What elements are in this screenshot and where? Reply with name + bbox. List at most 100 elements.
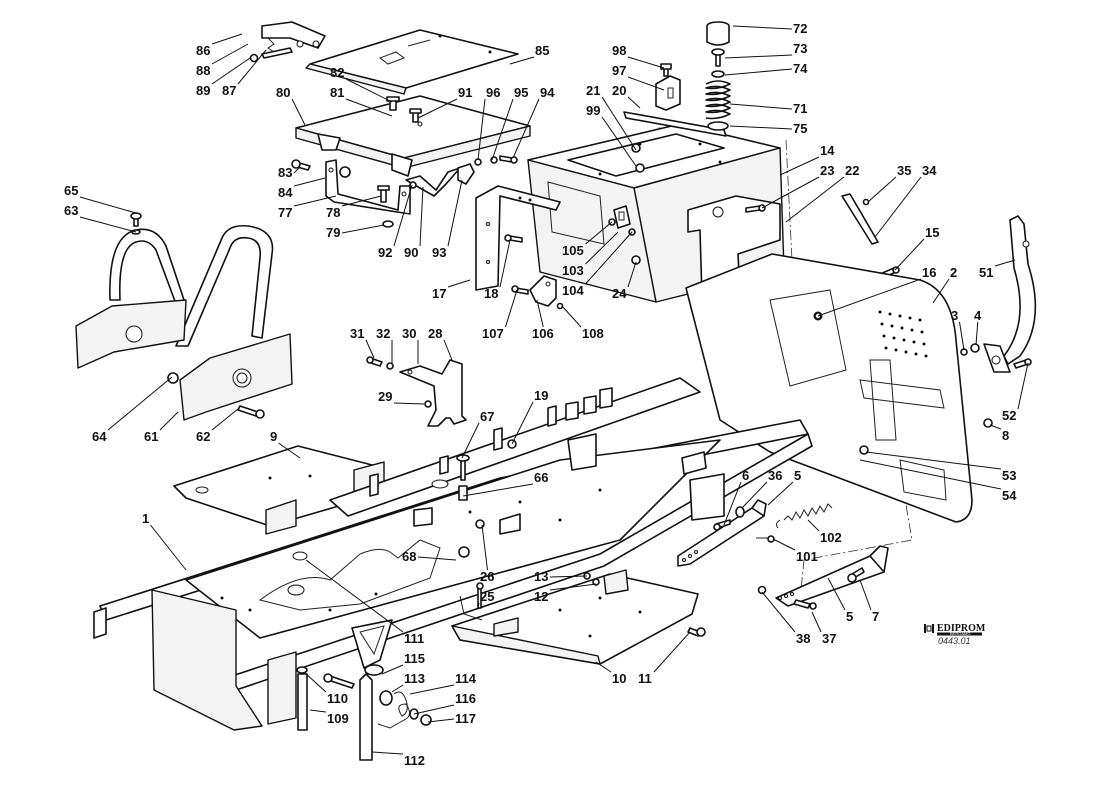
part-number-label[interactable]: 28 xyxy=(428,326,442,341)
callout-91[interactable]: 91 xyxy=(417,85,472,119)
part-114-torsion-spring[interactable] xyxy=(377,691,410,729)
part-95-washer[interactable] xyxy=(490,156,498,164)
part-86-seat-hinge-clip[interactable] xyxy=(261,21,326,49)
part-68-bushing[interactable] xyxy=(458,546,470,558)
part-number-label[interactable]: 95 xyxy=(514,85,528,100)
part-number-label[interactable]: 88 xyxy=(196,63,210,78)
part-number-label[interactable]: 65 xyxy=(64,183,78,198)
callout-110[interactable]: 110 xyxy=(304,672,348,706)
part-number-label[interactable]: 24 xyxy=(612,286,627,301)
part-number-label[interactable]: 67 xyxy=(480,409,494,424)
part-20-steering-rail[interactable] xyxy=(623,111,727,137)
part-31-bolt[interactable] xyxy=(366,356,383,367)
part-number-label[interactable]: 117 xyxy=(455,711,476,726)
part-78-bolt[interactable] xyxy=(377,185,390,203)
callout-84[interactable]: 84 xyxy=(278,177,326,200)
callout-18[interactable]: 18 xyxy=(484,239,511,301)
callout-81[interactable]: 81 xyxy=(330,85,393,117)
callout-16[interactable]: 16 xyxy=(817,265,936,317)
callout-37[interactable]: 37 xyxy=(811,611,836,646)
part-number-label[interactable]: 18 xyxy=(484,286,498,301)
part-number-label[interactable]: 8 xyxy=(1002,428,1009,443)
part-17-dashboard-support[interactable] xyxy=(475,185,561,291)
callout-111[interactable]: 111 xyxy=(305,559,424,646)
callout-53[interactable]: 53 xyxy=(865,451,1016,483)
part-85-seat-plate[interactable] xyxy=(305,29,519,95)
part-number-label[interactable]: 106 xyxy=(532,326,554,341)
callout-102[interactable]: 102 xyxy=(807,519,842,545)
callout-117[interactable]: 117 xyxy=(427,711,476,726)
callout-109[interactable]: 109 xyxy=(309,709,349,726)
callout-85[interactable]: 85 xyxy=(509,43,549,65)
callout-30[interactable]: 30 xyxy=(402,326,419,364)
part-71-spring[interactable] xyxy=(705,80,731,120)
part-number-label[interactable]: 64 xyxy=(92,429,107,444)
part-number-label[interactable]: 20 xyxy=(612,83,626,98)
callout-4[interactable]: 4 xyxy=(974,308,982,346)
callout-29[interactable]: 29 xyxy=(378,389,425,405)
part-number-label[interactable]: 66 xyxy=(534,470,548,485)
part-number-label[interactable]: 75 xyxy=(793,121,807,136)
part-number-label[interactable]: 35 xyxy=(897,163,911,178)
part-61-front-bumper-guard[interactable] xyxy=(75,224,293,421)
part-number-label[interactable]: 53 xyxy=(1002,468,1016,483)
part-number-label[interactable]: 112 xyxy=(404,753,425,768)
callout-94[interactable]: 94 xyxy=(512,85,555,159)
part-23-bolt[interactable] xyxy=(745,204,766,213)
part-26-nut[interactable] xyxy=(475,519,485,529)
part-107-bolt[interactable] xyxy=(511,285,529,295)
part-37-bolt[interactable] xyxy=(793,599,817,610)
part-64-nut[interactable] xyxy=(167,372,179,384)
callout-114[interactable]: 114 xyxy=(409,671,477,695)
part-84-knob[interactable] xyxy=(339,166,351,178)
part-number-label[interactable]: 102 xyxy=(820,530,842,545)
callout-89[interactable]: 89 xyxy=(196,57,251,98)
part-number-label[interactable]: 14 xyxy=(820,143,835,158)
part-number-label[interactable]: 1 xyxy=(142,511,149,526)
part-number-label[interactable]: 96 xyxy=(486,85,500,100)
part-number-label[interactable]: 29 xyxy=(378,389,392,404)
callout-112[interactable]: 112 xyxy=(371,751,425,768)
callout-5[interactable]: 5 xyxy=(767,468,801,506)
part-79-nut[interactable] xyxy=(382,220,394,228)
part-number-label[interactable]: 101 xyxy=(796,549,818,564)
part-number-label[interactable]: 115 xyxy=(404,651,425,666)
part-94-bolt[interactable] xyxy=(499,155,518,164)
part-number-label[interactable]: 81 xyxy=(330,85,344,100)
part-9-left-footboard[interactable] xyxy=(173,445,385,535)
part-number-label[interactable]: 83 xyxy=(278,165,292,180)
part-74-washer[interactable] xyxy=(711,70,725,78)
part-number-label[interactable]: 22 xyxy=(845,163,859,178)
part-103-latch[interactable] xyxy=(613,205,631,229)
callout-8[interactable]: 8 xyxy=(989,424,1009,443)
callout-36[interactable]: 36 xyxy=(741,468,782,509)
part-87-hinge-pin[interactable] xyxy=(261,47,293,59)
part-88-spring[interactable] xyxy=(267,37,275,53)
callout-106[interactable]: 106 xyxy=(532,299,554,341)
callout-52[interactable]: 52 xyxy=(1002,362,1029,423)
part-number-label[interactable]: 87 xyxy=(222,83,236,98)
part-72-rubber-cap[interactable] xyxy=(706,21,730,46)
callout-90[interactable]: 90 xyxy=(404,186,424,260)
callout-104[interactable]: 104 xyxy=(562,231,633,298)
part-117-nut[interactable] xyxy=(420,714,432,726)
part-number-label[interactable]: 36 xyxy=(768,468,782,483)
part-112-lever-pin[interactable] xyxy=(359,673,373,761)
part-67-bolt[interactable] xyxy=(456,454,470,481)
part-35-screw[interactable] xyxy=(862,198,870,206)
part-21-nut[interactable] xyxy=(635,163,645,173)
callout-12[interactable]: 12 xyxy=(534,583,597,604)
part-77-adjust-bracket[interactable] xyxy=(325,159,411,215)
callout-79[interactable]: 79 xyxy=(326,224,385,240)
part-number-label[interactable]: 90 xyxy=(404,245,418,260)
callout-83[interactable]: 83 xyxy=(278,165,301,180)
callout-23[interactable]: 23 xyxy=(761,163,834,209)
callout-32[interactable]: 32 xyxy=(376,326,393,364)
callout-15[interactable]: 15 xyxy=(894,225,939,271)
part-number-label[interactable]: 113 xyxy=(404,671,425,686)
part-number-label[interactable]: 104 xyxy=(562,283,584,298)
callout-103[interactable]: 103 xyxy=(562,231,619,278)
part-number-label[interactable]: 10 xyxy=(612,671,626,686)
callout-113[interactable]: 113 xyxy=(391,671,425,693)
callout-63[interactable]: 63 xyxy=(64,203,137,233)
